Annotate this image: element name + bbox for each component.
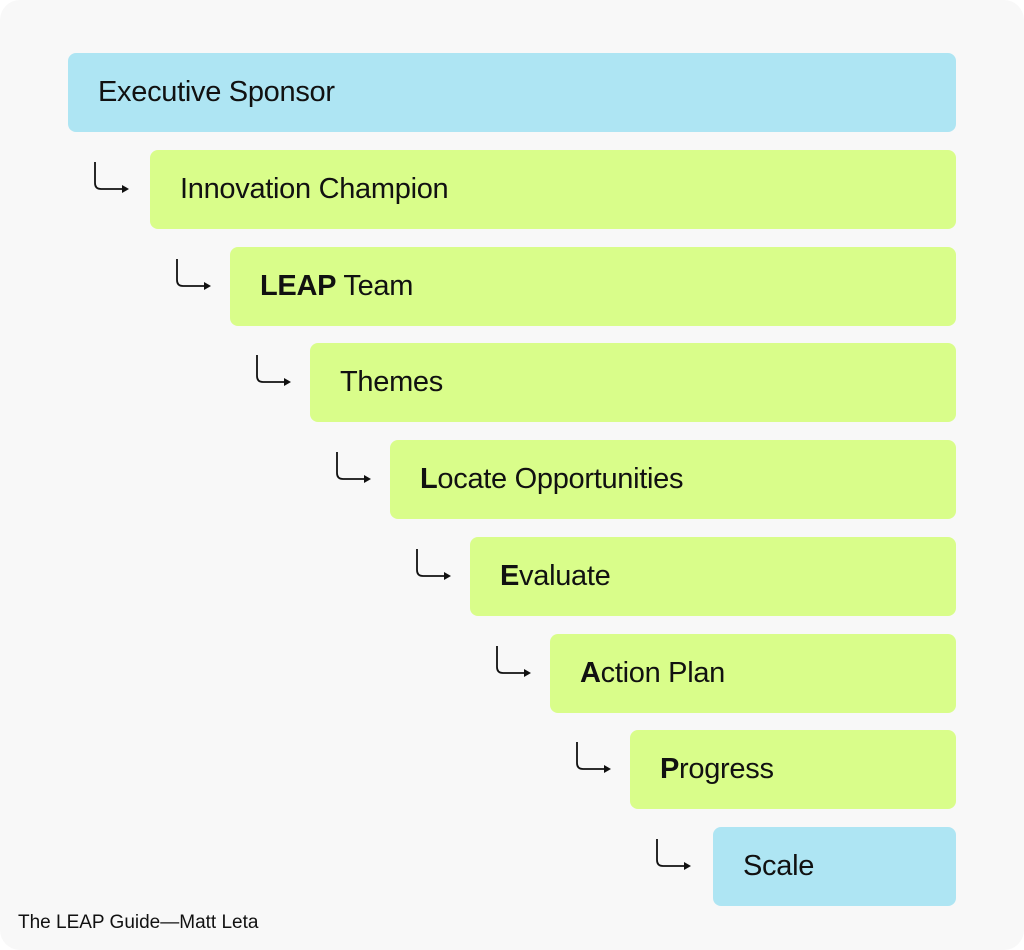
- step-label-text: Innovation Champion: [180, 172, 449, 205]
- step-label-text: Scale: [743, 850, 815, 882]
- step-box-4: Themes: [310, 343, 956, 423]
- step-box-5: Locate Opportunities: [390, 440, 956, 519]
- step-box-9: Scale: [713, 827, 956, 906]
- step-label-text: valuate: [519, 559, 611, 592]
- step-box-7: Action Plan: [550, 633, 956, 713]
- step-box-6: Evaluate: [470, 536, 956, 616]
- step-label-bold: P: [660, 753, 680, 786]
- step-box-1: Executive Sponsor: [68, 53, 956, 132]
- step-label-bold: LEAP: [260, 269, 337, 302]
- step-label: Locate Opportunities: [420, 463, 684, 496]
- step-label-bold: E: [500, 559, 520, 592]
- corner-arrow-icon: [496, 645, 531, 677]
- step-label-text: rogress: [679, 753, 774, 786]
- step-label: Action Plan: [580, 657, 725, 690]
- corner-arrow-icon: [656, 839, 691, 870]
- step-label: Progress: [660, 753, 774, 786]
- step-label-bold: L: [420, 463, 438, 495]
- step-label: Executive Sponsor: [98, 76, 335, 109]
- step-label: LEAP Team: [260, 270, 413, 303]
- step-label-text: Team: [336, 269, 414, 302]
- corner-arrow-icon: [416, 548, 451, 580]
- corner-arrow-icon: [176, 258, 211, 290]
- step-box-8: Progress: [630, 730, 956, 810]
- step-label: Themes: [340, 366, 443, 399]
- step-label-text: Executive Sponsor: [98, 76, 335, 108]
- corner-arrow-icon: [576, 742, 611, 774]
- step-label-text: ocate Opportunities: [437, 463, 684, 495]
- step-label-bold: A: [580, 656, 601, 689]
- corner-arrow-icon: [336, 452, 371, 483]
- corner-arrow-icon: [94, 161, 129, 193]
- step-label: Evaluate: [500, 559, 611, 593]
- step-box-2: Innovation Champion: [150, 149, 956, 229]
- step-box-3: LEAP Team: [230, 246, 956, 326]
- corner-arrow-icon: [256, 355, 291, 387]
- step-label-text: ction Plan: [600, 656, 726, 689]
- footer-credit: The LEAP Guide—Matt Leta: [18, 912, 259, 933]
- step-label-text: Themes: [340, 366, 443, 399]
- step-label: Scale: [743, 850, 814, 883]
- step-label: Innovation Champion: [180, 172, 449, 206]
